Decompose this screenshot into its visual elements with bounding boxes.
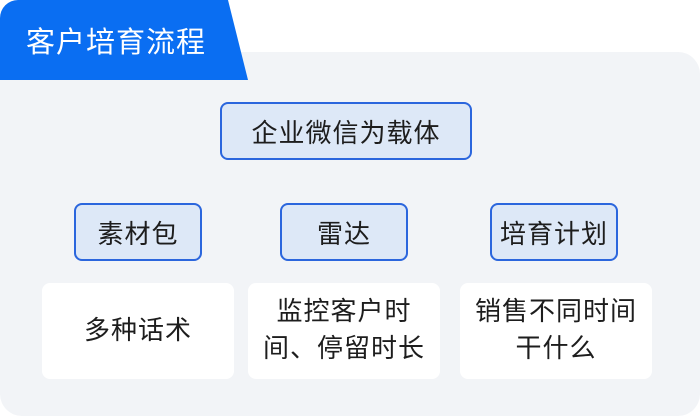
branch-desc-nurture-plan: 销售不同时间干什么 <box>460 283 652 379</box>
branch-desc-materials: 多种话术 <box>42 283 234 379</box>
branch-desc-radar: 监控客户时间、停留时长 <box>248 283 440 379</box>
diagram-title: 客户培育流程 <box>26 25 207 59</box>
title-tab <box>0 0 248 80</box>
root-node: 企业微信为载体 <box>220 102 472 160</box>
branch-node-radar: 雷达 <box>280 203 408 261</box>
branch-node-nurture-plan: 培育计划 <box>490 203 618 261</box>
branch-node-materials: 素材包 <box>74 203 202 261</box>
